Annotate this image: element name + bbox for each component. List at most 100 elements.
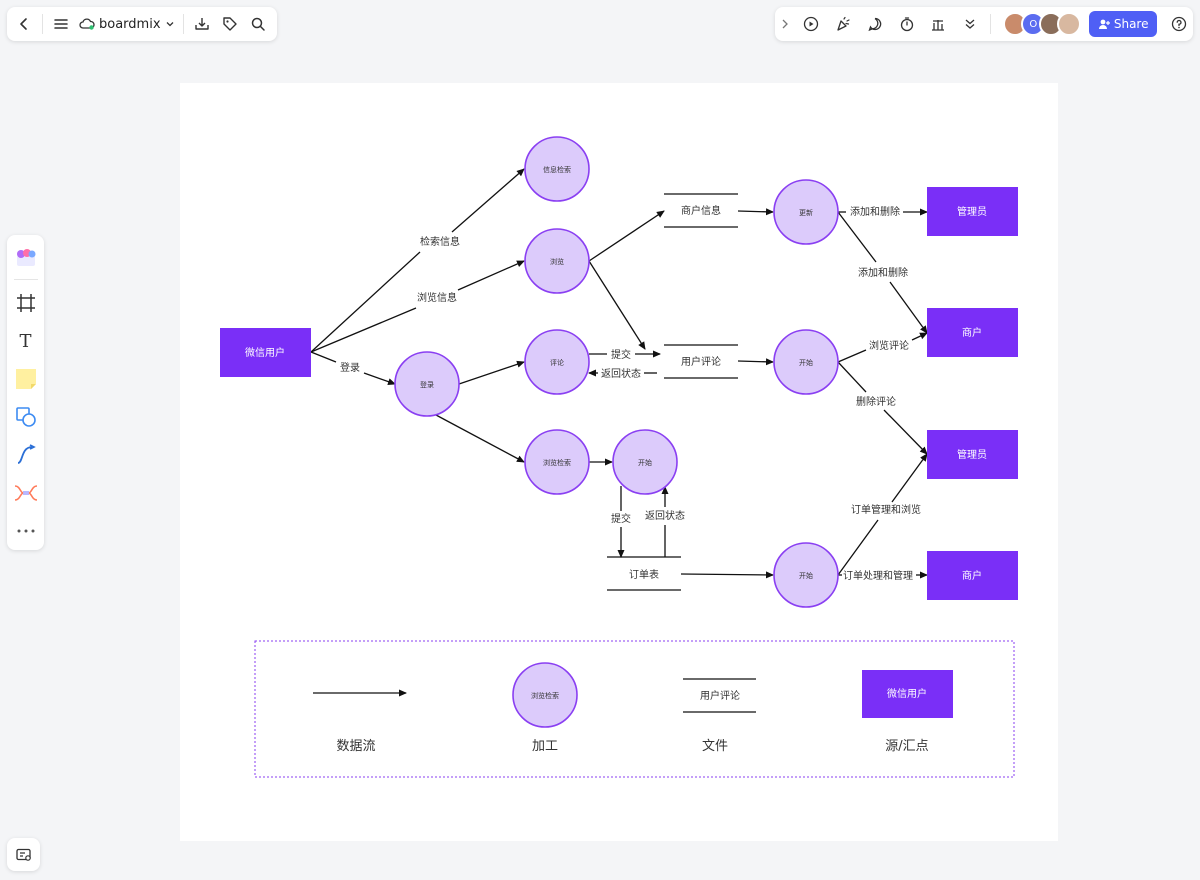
chevron-down-icon — [166, 22, 173, 27]
sink-merchant-2[interactable]: 商户 — [927, 551, 1018, 600]
process-browse-search[interactable] — [524, 429, 590, 495]
flow-arrow — [458, 360, 525, 385]
flow-label-submit: 提交 — [611, 348, 631, 361]
process-comment-label: 评论 — [550, 358, 564, 367]
sink-merchant-1[interactable]: 商户 — [927, 308, 1018, 357]
flow-arrow — [737, 358, 774, 366]
tag-icon[interactable] — [216, 10, 244, 38]
divider — [13, 279, 38, 280]
file-merchant-info[interactable]: 商户信息 — [681, 204, 721, 217]
flow-arrow — [891, 453, 928, 503]
text-tool-glyph: T — [19, 330, 32, 352]
flow-label-browse-comment: 浏览评论 — [869, 339, 909, 352]
divider — [182, 14, 184, 34]
templates-icon[interactable] — [11, 243, 41, 273]
avatar[interactable] — [1057, 12, 1082, 36]
process-update[interactable] — [773, 179, 839, 245]
legend-process-sample: 浏览检索 — [531, 691, 559, 700]
flow-line — [837, 349, 867, 363]
sink-admin-2[interactable]: 管理员 — [927, 430, 1018, 479]
text-icon[interactable]: T — [11, 326, 41, 356]
mindmap-icon[interactable] — [11, 478, 41, 508]
process-start-3[interactable] — [773, 542, 839, 608]
flow-arrow — [588, 210, 665, 262]
share-button[interactable]: Share — [1089, 11, 1158, 37]
legend-flow-caption: 数据流 — [336, 739, 375, 754]
process-start-1[interactable] — [612, 429, 678, 495]
legend-sink-rect — [862, 670, 953, 718]
process-info-search[interactable] — [524, 136, 590, 202]
frame-icon[interactable] — [11, 288, 41, 318]
sink-admin-1[interactable]: 管理员 — [927, 187, 1018, 236]
flow-label-add-delete-2: 添加和删除 — [858, 266, 908, 279]
timer-icon[interactable] — [891, 10, 923, 38]
process-start-3-label: 开始 — [799, 571, 813, 580]
legend-file-sample: 用户评论 — [700, 689, 740, 702]
flow-arrow — [883, 409, 928, 455]
flow-label-login: 登录 — [340, 361, 360, 374]
file-user-comment[interactable]: 用户评论 — [681, 355, 721, 368]
flow-lines — [310, 168, 928, 579]
flow-label-return-status: 返回状态 — [601, 367, 641, 380]
comment-icon[interactable] — [859, 10, 891, 38]
divider — [990, 14, 992, 34]
process-comment[interactable] — [524, 329, 590, 395]
add-user-icon — [1098, 19, 1110, 29]
cloud-icon — [79, 18, 95, 30]
flow-arrow — [889, 281, 928, 334]
flow-line — [310, 251, 421, 353]
back-icon[interactable] — [10, 10, 38, 38]
process-login[interactable] — [394, 351, 460, 417]
source-wechat-user-label: 微信用户 — [245, 346, 285, 359]
flow-arrow — [435, 414, 525, 463]
help-icon[interactable] — [1165, 10, 1193, 38]
more-icon[interactable] — [11, 516, 41, 546]
flow-line — [837, 361, 867, 393]
collaborator-avatars[interactable]: O — [1003, 12, 1082, 36]
flow-line — [310, 351, 337, 363]
legend-box[interactable] — [254, 640, 1015, 778]
legend-process-circle — [512, 662, 578, 728]
more-chevron-icon[interactable] — [954, 10, 986, 38]
vote-icon[interactable] — [923, 10, 955, 38]
sticky-note-icon[interactable] — [11, 364, 41, 394]
minimap-icon — [15, 848, 31, 861]
legend-sink-caption: 源/汇点 — [885, 739, 928, 754]
play-icon[interactable] — [795, 10, 827, 38]
top-right-toolbar: O Share — [775, 7, 1193, 41]
sink-admin-1-label: 管理员 — [957, 205, 987, 218]
process-start-2[interactable] — [773, 329, 839, 395]
shape-icon[interactable] — [11, 402, 41, 432]
download-icon[interactable] — [188, 10, 216, 38]
process-browse-search-label: 浏览检索 — [543, 458, 571, 467]
chevron-right-icon[interactable] — [775, 10, 795, 38]
flow-label-submit-2: 提交 — [611, 512, 631, 525]
flow-arrow — [737, 208, 774, 216]
share-label: Share — [1113, 17, 1149, 31]
flow-label-search-info: 检索信息 — [420, 235, 460, 248]
process-start-2-label: 开始 — [799, 358, 813, 367]
process-browse-label: 浏览 — [550, 257, 564, 266]
process-info-search-label: 信息检索 — [543, 165, 571, 174]
flow-arrow — [363, 372, 396, 385]
brand-menu[interactable]: boardmix — [75, 17, 179, 32]
file-order-table[interactable]: 订单表 — [629, 568, 659, 581]
process-browse[interactable] — [524, 228, 590, 294]
process-login-label: 登录 — [420, 380, 434, 389]
legend-sink-sample: 微信用户 — [887, 687, 927, 700]
flow-label-return-status-2: 返回状态 — [645, 509, 685, 522]
connector-icon[interactable] — [11, 440, 41, 470]
search-icon[interactable] — [244, 10, 272, 38]
celebrate-icon[interactable] — [827, 10, 859, 38]
left-tool-rail: T — [7, 235, 44, 550]
minimap-toggle-button[interactable] — [7, 838, 40, 871]
flow-line — [837, 211, 877, 263]
flow-arrow — [588, 260, 646, 350]
flow-label-order-process-manage: 订单处理和管理 — [843, 569, 913, 582]
flow-label-delete-comment: 删除评论 — [856, 395, 896, 408]
menu-icon[interactable] — [47, 10, 75, 38]
legend-process-caption: 加工 — [532, 739, 558, 754]
source-wechat-user[interactable]: 微信用户 — [220, 328, 311, 377]
flow-line — [310, 307, 417, 353]
